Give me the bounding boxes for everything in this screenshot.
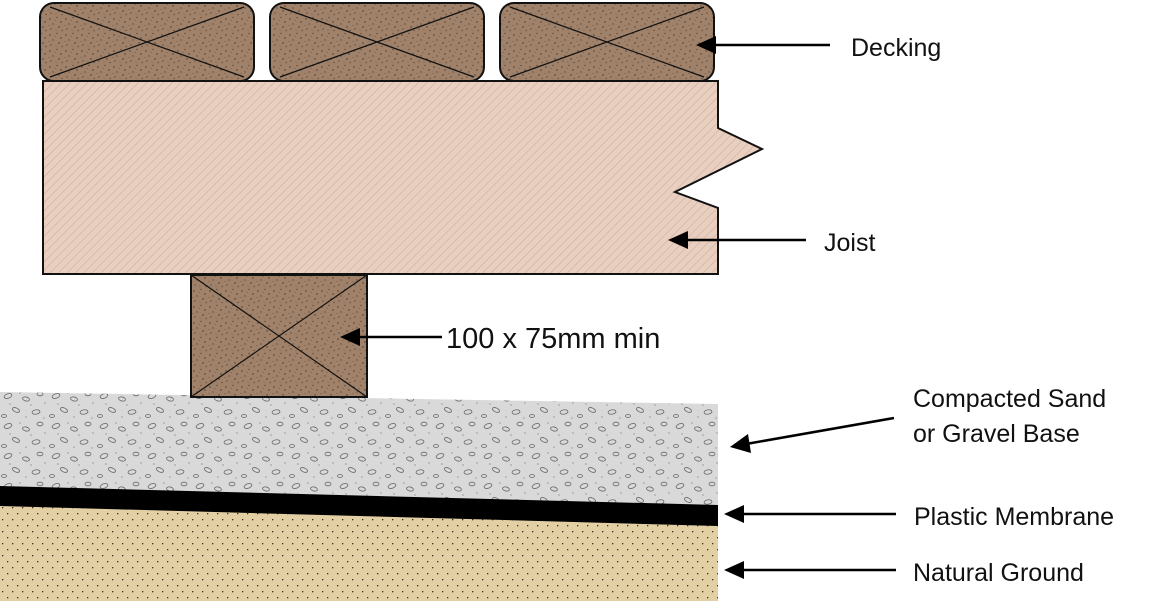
gravel-base-arrow [730,416,895,453]
post-size-label: 100 x 75mm min [446,323,660,355]
joist-arrow [668,231,806,249]
joist-label: Joist [824,229,875,257]
joist [42,80,765,275]
decking-label: Decking [851,34,941,62]
gravel-base-label-line2: or Gravel Base [913,420,1080,448]
post-bearer [190,274,368,398]
decking-board [269,2,485,82]
plastic-membrane [0,486,718,526]
ground-label: Natural Ground [913,559,1084,587]
post-size-arrow [340,328,442,346]
membrane-arrow [724,505,896,523]
natural-ground [0,505,718,601]
decking-board [499,2,715,82]
decking-board [39,2,255,82]
gravel-base [0,392,718,506]
decking-arrow [696,36,830,54]
gravel-base-label-line1: Compacted Sand [913,385,1106,413]
ground-arrow [724,561,896,579]
membrane-label: Plastic Membrane [914,503,1114,531]
